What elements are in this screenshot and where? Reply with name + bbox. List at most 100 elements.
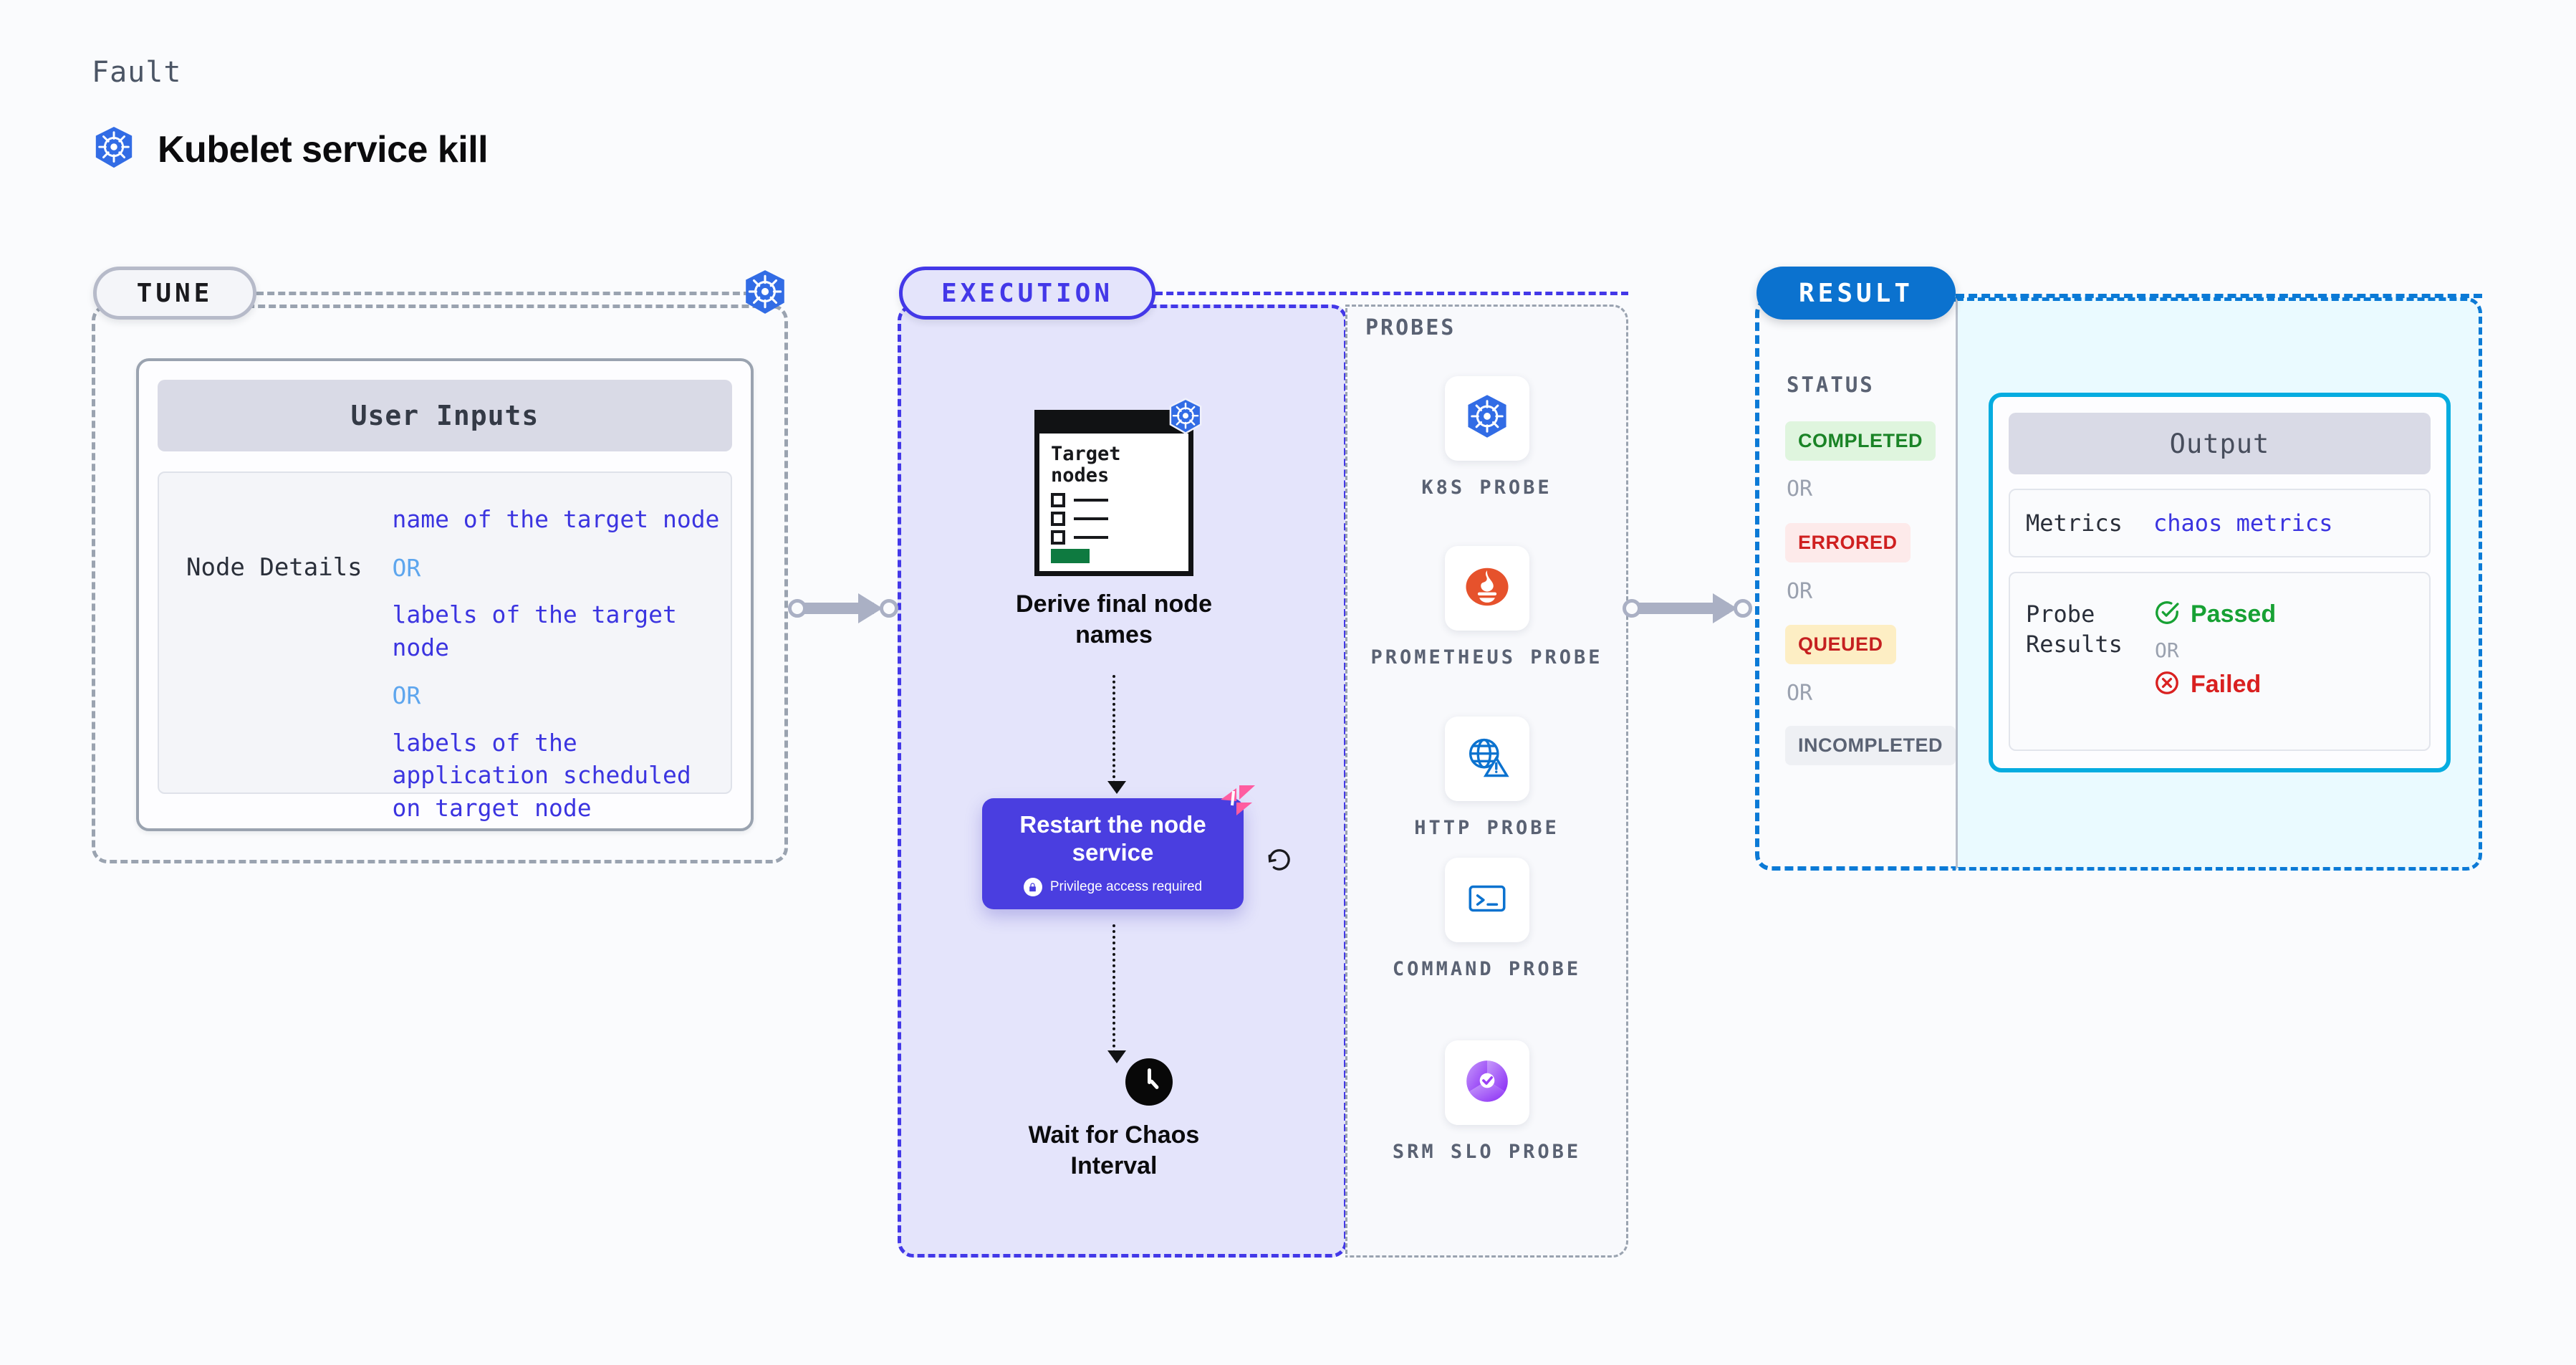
probe-command[interactable]: COMMAND PROBE [1345, 858, 1628, 982]
fault-eyebrow: Fault [92, 56, 182, 89]
clock-icon [1125, 1058, 1173, 1106]
probe-srm-slo[interactable]: SRM SLO PROBE [1345, 1040, 1628, 1164]
metrics-key: Metrics [2026, 509, 2123, 537]
probes-column-divider [1345, 308, 1347, 1254]
progress-bar [1051, 549, 1090, 564]
x-circle-icon [2153, 669, 2181, 700]
page-title-text: Kubelet service kill [158, 128, 489, 171]
kubernetes-icon [1463, 393, 1512, 445]
list-item [1051, 512, 1188, 527]
target-nodes-card: Target nodes [1034, 398, 1202, 576]
card-titlebar [1039, 415, 1188, 434]
step-label: Restart the node service [1019, 810, 1206, 866]
kubernetes-icon [1167, 398, 1204, 439]
tab-tune-label: TUNE [136, 278, 213, 308]
status-section-label: STATUS [1787, 373, 1875, 397]
probe-http[interactable]: HTTP PROBE [1345, 717, 1628, 840]
kubernetes-icon [92, 125, 136, 173]
tune-header-divider [256, 292, 751, 295]
step-derive-final-node-names[interactable]: Target nodes [996, 398, 1232, 650]
probe-label: SRM SLO PROBE [1392, 1141, 1582, 1163]
privilege-note: Privilege access required [1023, 878, 1203, 897]
status-badge-errored: ERRORED [1785, 523, 1911, 562]
user-inputs-row: Node Details name of the target node OR … [158, 471, 732, 822]
output-probe-results-row: Probe Results Passed OR [2009, 572, 2431, 751]
node-details-value-3: labels of the application scheduled on t… [392, 728, 691, 822]
output-card: Output Metrics chaos metrics Probe Resul… [1989, 393, 2451, 772]
probe-tile [1444, 546, 1529, 631]
probe-result-failed: Failed [2153, 669, 2276, 700]
node-details-values: name of the target node OR labels of the… [392, 473, 731, 824]
tab-tune[interactable]: TUNE [93, 267, 256, 320]
tab-execution[interactable]: EXECUTION [899, 267, 1155, 320]
step-label: Derive final node names [1016, 590, 1212, 648]
probe-label: PROMETHEUS PROBE [1370, 646, 1603, 669]
globe-warning-icon [1463, 733, 1512, 785]
target-nodes-card-title: Target nodes [1051, 443, 1121, 487]
page-title: Kubelet service kill [92, 125, 489, 173]
flow-arrow-2 [1107, 924, 1126, 1063]
privilege-note-text: Privilege access required [1049, 879, 1203, 895]
tab-result[interactable]: RESULT [1756, 267, 1956, 320]
status-or-3: OR [1787, 681, 1813, 706]
passed-label: Passed [2191, 600, 2277, 628]
metrics-value: chaos metrics [2153, 509, 2333, 537]
harness-icon [1218, 784, 1256, 822]
probe-tile [1444, 376, 1529, 461]
prometheus-icon [1462, 562, 1512, 616]
connector-tune-to-execution [788, 593, 903, 623]
placeholder-line [1074, 517, 1108, 521]
probe-tile [1444, 858, 1529, 942]
status-badge-label: QUEUED [1798, 633, 1883, 655]
step-restart-the-node-service[interactable]: Restart the node service Privilege acces… [982, 785, 1255, 909]
placeholder-line [1074, 536, 1108, 540]
status-column-divider [1956, 301, 1958, 867]
probes-section-label: PROBES [1365, 315, 1456, 340]
output-metrics-row: Metrics chaos metrics [2009, 489, 2431, 557]
node-details-value-1: name of the target node [392, 505, 720, 533]
status-badge-queued: QUEUED [1785, 625, 1896, 664]
checkbox-icon [1051, 512, 1065, 527]
status-badge-label: COMPLETED [1798, 430, 1923, 451]
probe-label: K8S PROBE [1421, 476, 1552, 499]
probe-k8s[interactable]: K8S PROBE [1345, 376, 1628, 500]
probe-result-or: OR [2155, 638, 2179, 662]
node-details-value-2: labels of the target node [392, 600, 677, 661]
connector-execution-to-result [1623, 593, 1755, 623]
srm-slo-icon [1464, 1058, 1511, 1108]
node-details-or-2: OR [392, 681, 421, 710]
check-circle-icon [2153, 599, 2181, 630]
probe-prometheus[interactable]: PROMETHEUS PROBE [1345, 546, 1628, 670]
probe-results-key: Probe Results [2026, 600, 2123, 658]
list-item [1051, 530, 1188, 545]
probe-tile [1444, 717, 1529, 801]
lock-icon [1023, 878, 1042, 897]
probe-label: COMMAND PROBE [1392, 958, 1582, 980]
status-badge-label: INCOMPLETED [1798, 734, 1943, 756]
execution-header-divider [1155, 292, 1628, 295]
step-label: Wait for Chaos Interval [1028, 1121, 1200, 1179]
probe-label: HTTP PROBE [1414, 817, 1559, 839]
tab-execution-label: EXECUTION [941, 278, 1114, 308]
status-badge-completed: COMPLETED [1785, 421, 1936, 461]
failed-label: Failed [2191, 671, 2262, 698]
status-badge-incompleted: INCOMPLETED [1785, 726, 1956, 765]
flow-arrow-1 [1107, 675, 1126, 794]
probe-tile [1444, 1040, 1529, 1125]
checkbox-icon [1051, 493, 1065, 508]
user-inputs-heading: User Inputs [158, 380, 732, 451]
status-or-1: OR [1787, 476, 1813, 502]
step-wait-for-chaos-interval[interactable]: Wait for Chaos Interval [1029, 1058, 1207, 1181]
list-item [1051, 493, 1188, 508]
kubernetes-icon [741, 269, 789, 320]
probe-result-passed: Passed [2153, 599, 2276, 630]
result-header-divider [1956, 294, 2482, 298]
node-details-key: Node Details [186, 553, 362, 582]
terminal-icon [1464, 875, 1511, 926]
placeholder-line [1074, 499, 1108, 502]
output-heading: Output [2009, 413, 2431, 474]
target-nodes-list [1051, 493, 1188, 564]
checkbox-icon [1051, 530, 1065, 545]
retry-icon[interactable] [1264, 844, 1294, 878]
